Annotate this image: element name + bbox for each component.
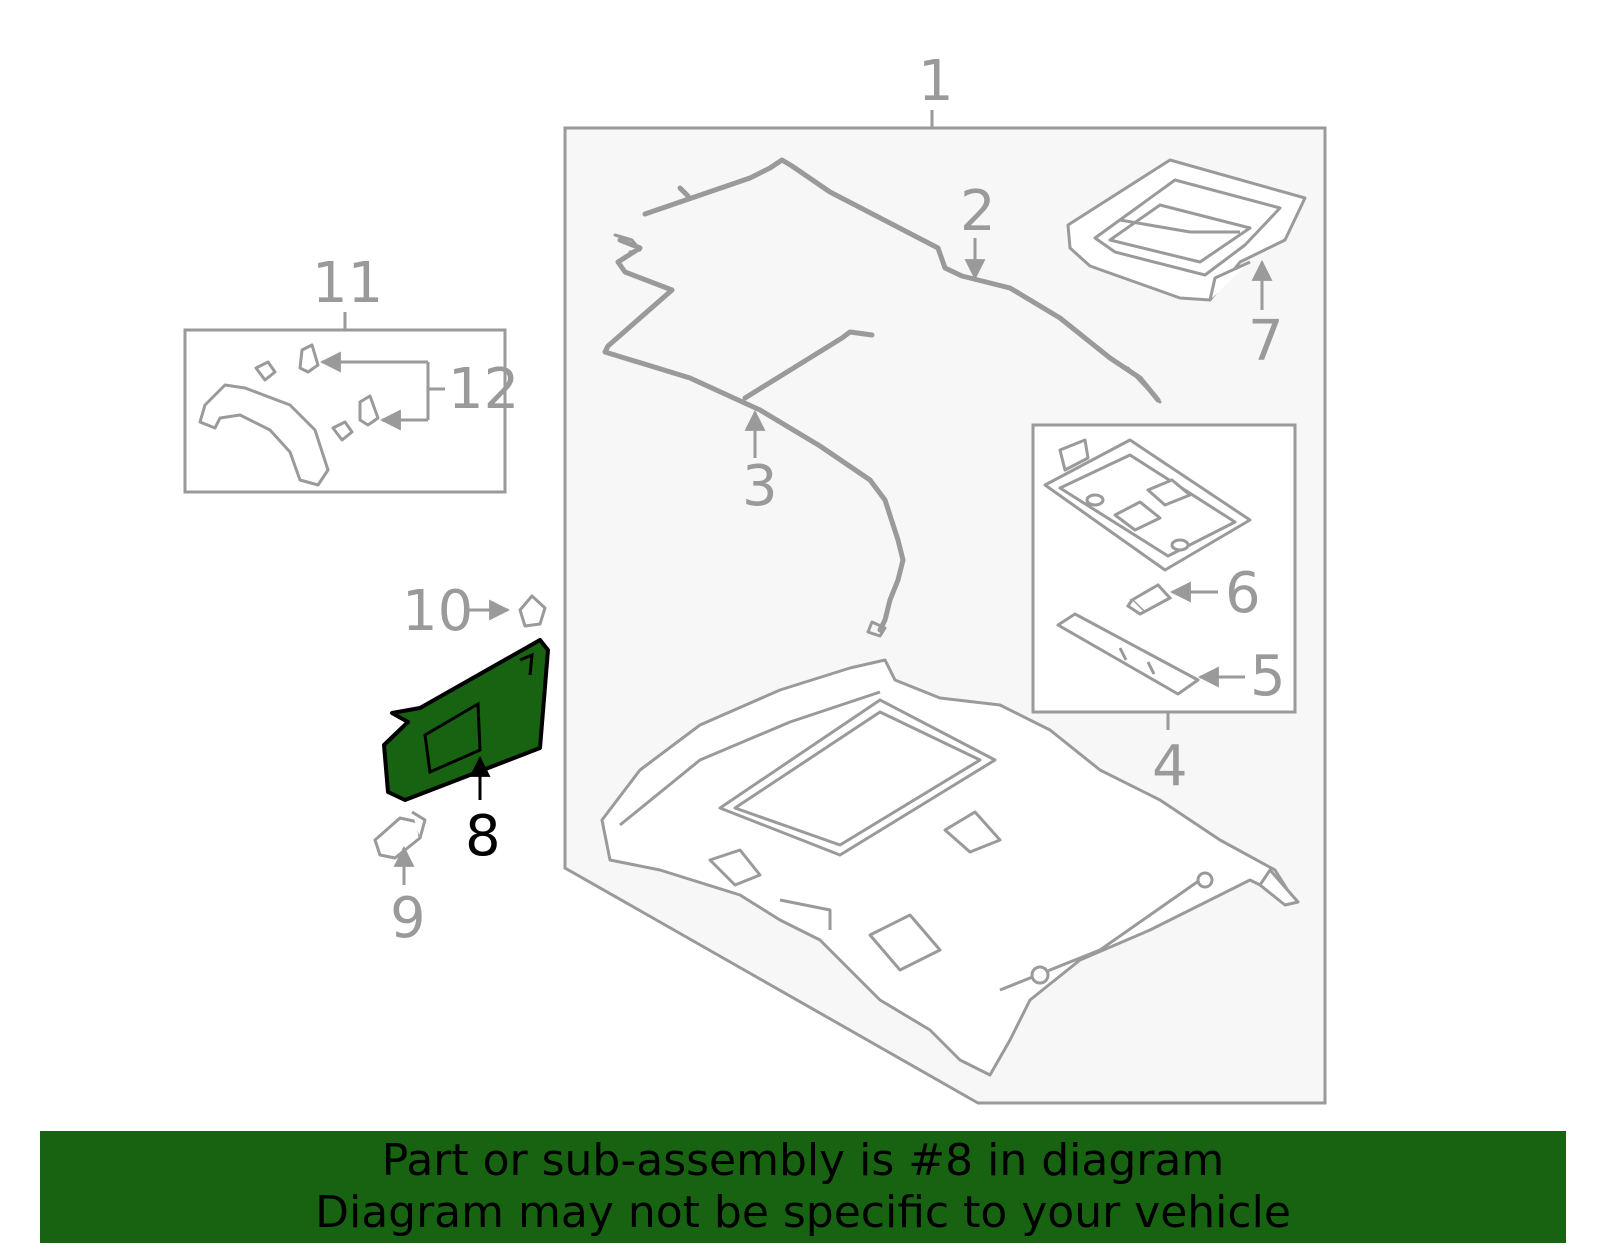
bulb-9 [373, 810, 427, 885]
info-banner: Part or sub-assembly is #8 in diagram Di… [40, 1131, 1566, 1243]
callout-3: 3 [742, 454, 778, 519]
callout-8: 8 [465, 804, 501, 869]
banner-line-2: Diagram may not be specific to your vehi… [315, 1187, 1291, 1238]
callout-12: 12 [448, 357, 519, 422]
dome-lamp-inset [1031, 423, 1297, 730]
callout-4: 4 [1152, 734, 1188, 799]
grab-handle-inset [183, 312, 507, 494]
banner-line-1: Part or sub-assembly is #8 in diagram [381, 1135, 1225, 1186]
leader-arrows [744, 238, 1273, 688]
callout-2: 2 [960, 179, 996, 244]
wiring-harness-2 [642, 157, 1162, 404]
callout-7: 7 [1248, 309, 1284, 374]
callout-1: 1 [918, 49, 954, 114]
sun-visor-8 [382, 638, 550, 802]
callout-10: 10 [402, 579, 473, 644]
callout-5: 5 [1250, 644, 1286, 709]
callout-labels: 1 2 3 4 5 6 7 8 9 10 11 12 [312, 49, 1286, 951]
callout-6: 6 [1225, 561, 1261, 626]
wiring-harness-3 [602, 233, 906, 638]
clip-10 [468, 594, 547, 628]
headliner-shell [600, 658, 1300, 1077]
callout-9: 9 [390, 886, 426, 951]
callout-11: 11 [312, 251, 383, 316]
overhead-console-7 [1066, 158, 1307, 302]
